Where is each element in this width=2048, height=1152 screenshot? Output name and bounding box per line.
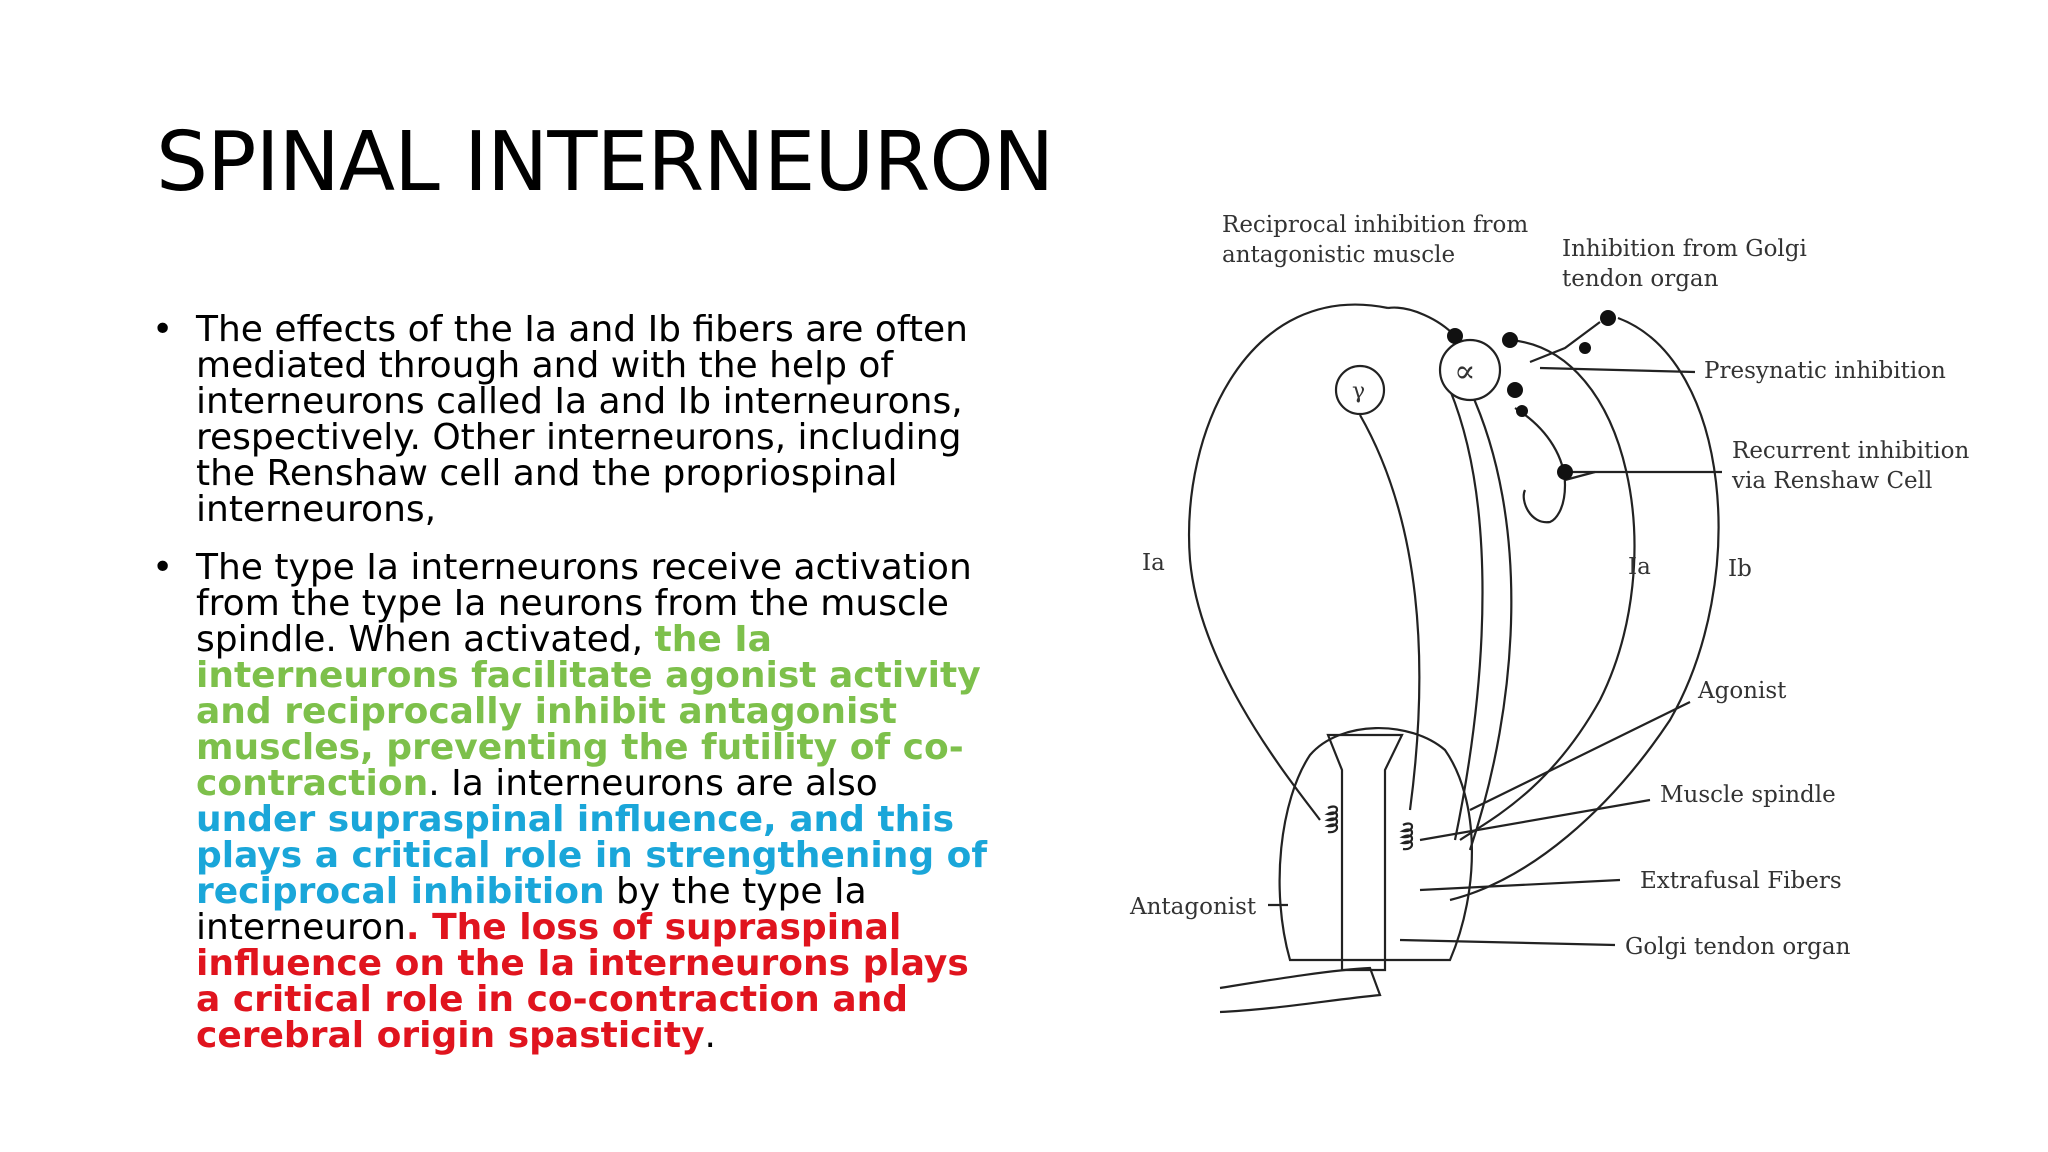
synapse-dots [1447, 310, 1616, 480]
bullet-segment-text: The effects of the Ia and Ib fibers are … [196, 309, 968, 530]
label-golgi-tendon-organ: Golgi tendon organ [1625, 934, 1851, 960]
synapse-dot [1507, 382, 1523, 398]
ia-left-fiber [1188, 303, 1389, 821]
bullet-item: • The effects of the Ia and Ib fibers are… [152, 312, 1002, 528]
label-reciprocal-inhibition: Reciprocal inhibition from [1222, 212, 1528, 238]
label-ia-left: Ia [1142, 550, 1165, 576]
label-recurrent-inhibition: Recurrent inhibition [1732, 438, 1969, 464]
alpha-fiber-2 [1468, 389, 1513, 851]
synapse-dot [1600, 310, 1616, 326]
bullet-dot-icon: • [152, 309, 174, 350]
pointer-extrafusal [1419, 878, 1621, 892]
renshaw-loop [1514, 407, 1567, 524]
renshaw-to-alpha [1564, 470, 1596, 482]
label-alpha: ∝ [1454, 352, 1476, 390]
alpha-neuron [1438, 338, 1502, 402]
synapse-dot [1557, 464, 1573, 480]
ia-right-fiber [1459, 338, 1636, 841]
bone [1219, 966, 1382, 1014]
slide-title: SPINAL INTERNEURON [156, 115, 1054, 210]
spindle-coil-left [1324, 805, 1339, 834]
pointer-golgi [1399, 938, 1616, 947]
bullet-segment-text: . [704, 1015, 716, 1056]
label-renshaw-cell: via Renshaw Cell [1731, 468, 1932, 494]
muscle-outline [1278, 727, 1473, 962]
bullet-segment-text: . Ia interneurons are also [428, 763, 878, 804]
bullet-item: • The type Ia interneurons receive activa… [152, 550, 1002, 1054]
tendon-body [1326, 733, 1404, 972]
bullet-segment-blue: under supraspinal influence, and this pl… [196, 799, 988, 912]
label-inhibition-golgi: Inhibition from Golgi [1562, 236, 1807, 262]
pointer-spindle [1419, 798, 1651, 842]
bullet-list: • The effects of the Ia and Ib fibers are… [152, 312, 1002, 1076]
label-ib: Ib [1728, 556, 1752, 582]
pointer-presynaptic [1539, 366, 1696, 374]
reciprocal-arc [1387, 306, 1456, 337]
label-extrafusal-fibers: Extrafusal Fibers [1640, 868, 1842, 894]
bullet-text: The type Ia interneurons receive activat… [196, 547, 987, 1056]
bullet-segment-green: the Ia interneurons facilitate agonist a… [196, 619, 981, 804]
label-antagonistic-muscle: antagonistic muscle [1222, 242, 1455, 268]
alpha-fiber-1 [1448, 389, 1484, 841]
gamma-neuron [1334, 364, 1386, 416]
bullet-segment-text: The type Ia interneurons receive activat… [196, 547, 972, 660]
label-muscle-spindle: Muscle spindle [1660, 782, 1836, 808]
ib-fiber [1449, 316, 1720, 902]
synapse-dot [1447, 328, 1463, 344]
presynaptic-branch [1529, 321, 1601, 364]
bullet-segment-text: by the type Ia interneuron [196, 871, 867, 948]
synapse-dot [1579, 342, 1591, 354]
label-agonist: Agonist [1697, 678, 1787, 704]
label-presynaptic-inhibition: Presynatic inhibition [1704, 358, 1946, 384]
gamma-fiber [1359, 414, 1421, 811]
spinal-interneuron-diagram: Reciprocal inhibition from antagonistic … [1129, 212, 1969, 1014]
pointer-agonist [1469, 701, 1691, 811]
label-tendon-organ: tendon organ [1562, 266, 1719, 292]
diagram-lines [1188, 303, 1722, 1014]
label-ia-right: Ia [1628, 554, 1651, 580]
synapse-dot [1516, 405, 1528, 417]
bullet-text: The effects of the Ia and Ib fibers are … [196, 309, 968, 530]
label-antagonist: Antagonist [1129, 894, 1257, 920]
label-gamma: γ [1352, 379, 1365, 404]
synapse-dot [1502, 332, 1518, 348]
bullet-segment-red: . The loss of supraspinal influence on t… [196, 907, 969, 1056]
bullet-dot-icon: • [152, 547, 174, 588]
spindle-coil-right [1399, 822, 1414, 851]
